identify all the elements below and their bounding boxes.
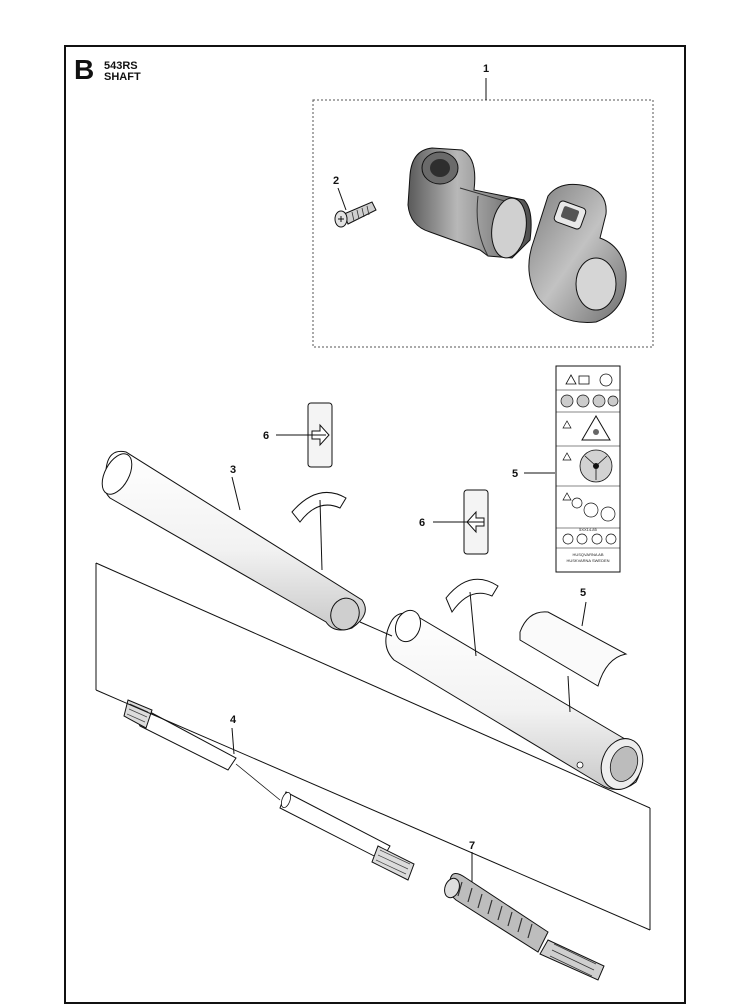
decal-maker-line1: HUSQVARNA AB bbox=[572, 552, 603, 557]
callout-1: 1 bbox=[483, 63, 489, 75]
leader-lines bbox=[231, 78, 587, 882]
section-title: SHAFT bbox=[104, 71, 141, 83]
callout-6-upper: 6 bbox=[263, 430, 269, 442]
upper-shaft-tube bbox=[101, 450, 366, 631]
manual-book-icon bbox=[578, 375, 590, 385]
callout-2: 2 bbox=[333, 175, 339, 187]
handle-clamp-assembly bbox=[312, 99, 654, 348]
screw bbox=[334, 201, 377, 228]
callout-4: 4 bbox=[230, 714, 237, 726]
clamp-body bbox=[407, 147, 532, 259]
drive-shaft bbox=[123, 699, 415, 881]
thrown-objects-warning-icon bbox=[581, 415, 611, 441]
assembly-guide-lines bbox=[95, 562, 651, 931]
warning-triangle-icon bbox=[565, 374, 577, 385]
tube-sleeve-lower bbox=[445, 578, 499, 614]
lower-shaft-tube bbox=[385, 609, 644, 790]
callout-5-wrap: 5 bbox=[580, 587, 586, 599]
tube-sleeve-upper bbox=[291, 491, 347, 523]
shaft-spline-end-lower bbox=[371, 845, 415, 881]
ce-mark-icon bbox=[562, 533, 574, 545]
decal-part-number: 5XX14-85 bbox=[579, 527, 598, 532]
helmet-icon bbox=[560, 394, 574, 408]
boots-icon bbox=[592, 394, 606, 408]
warning-label-decal: 5XX14-85 HUSQVARNA AB HUSKVARNA SWEDEN bbox=[555, 365, 621, 573]
shaft-spline-end bbox=[123, 699, 153, 729]
section-letter: B bbox=[74, 54, 95, 85]
callout-7: 7 bbox=[469, 840, 475, 852]
shaft-decal-wrap bbox=[519, 611, 628, 687]
no-blade-icon bbox=[583, 502, 599, 518]
recycle-icon bbox=[605, 533, 617, 545]
assembly-dashed-box bbox=[312, 99, 654, 348]
callout-3: 3 bbox=[230, 464, 236, 476]
callout-6-lower: 6 bbox=[419, 517, 425, 529]
model-number: 543RS bbox=[104, 60, 138, 72]
clamp-cover bbox=[528, 183, 627, 323]
decal-maker-line2: HUSKVARNA SWEDEN bbox=[566, 558, 609, 563]
drawing-frame bbox=[64, 45, 686, 1004]
operator-icon bbox=[599, 373, 613, 387]
eye-protection-icon bbox=[607, 395, 619, 407]
gloves-icon bbox=[576, 394, 590, 408]
bellows-assembly bbox=[444, 873, 605, 981]
callout-5-decal: 5 bbox=[512, 468, 518, 480]
